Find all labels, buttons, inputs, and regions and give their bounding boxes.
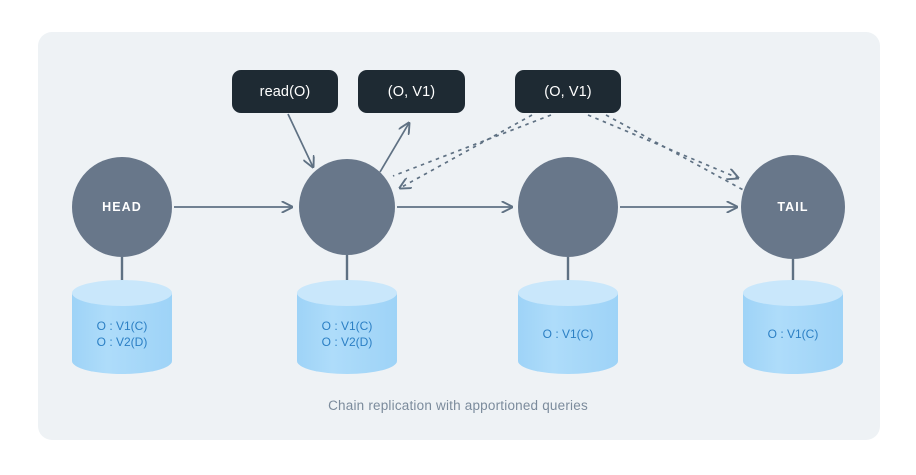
message-box-reply2[interactable]: (O, V1) — [515, 70, 621, 113]
edge-mid1-to-reply1 — [379, 123, 409, 173]
databases — [72, 280, 843, 374]
chain-nodes — [72, 155, 845, 259]
db-tail[interactable] — [743, 280, 843, 374]
db-mid2[interactable] — [518, 280, 618, 374]
edge-read-to-mid1 — [287, 113, 313, 167]
message-box-reply1[interactable]: (O, V1) — [358, 70, 465, 113]
message-box-reply2-label: (O, V1) — [544, 83, 592, 100]
edge-reply2-to-mid1-plain — [392, 114, 552, 177]
node-mid1[interactable] — [299, 159, 395, 255]
message-box-read-label: read(O) — [259, 83, 311, 100]
edge-reply2-to-mid1-arrow — [400, 114, 533, 188]
node-tail[interactable] — [741, 155, 845, 259]
edge-reply2-to-tail-plain — [605, 114, 748, 193]
db-mid1[interactable] — [297, 280, 397, 374]
node-mid2[interactable] — [518, 157, 618, 257]
dashed-edges — [392, 114, 748, 193]
node-head[interactable] — [72, 157, 172, 257]
db-head[interactable] — [72, 280, 172, 374]
message-box-reply1-label: (O, V1) — [387, 83, 436, 100]
message-box-read[interactable]: read(O) — [232, 70, 338, 113]
node-db-stems — [120, 255, 795, 288]
diagram-caption: Chain replication with apportioned queri… — [328, 398, 588, 413]
